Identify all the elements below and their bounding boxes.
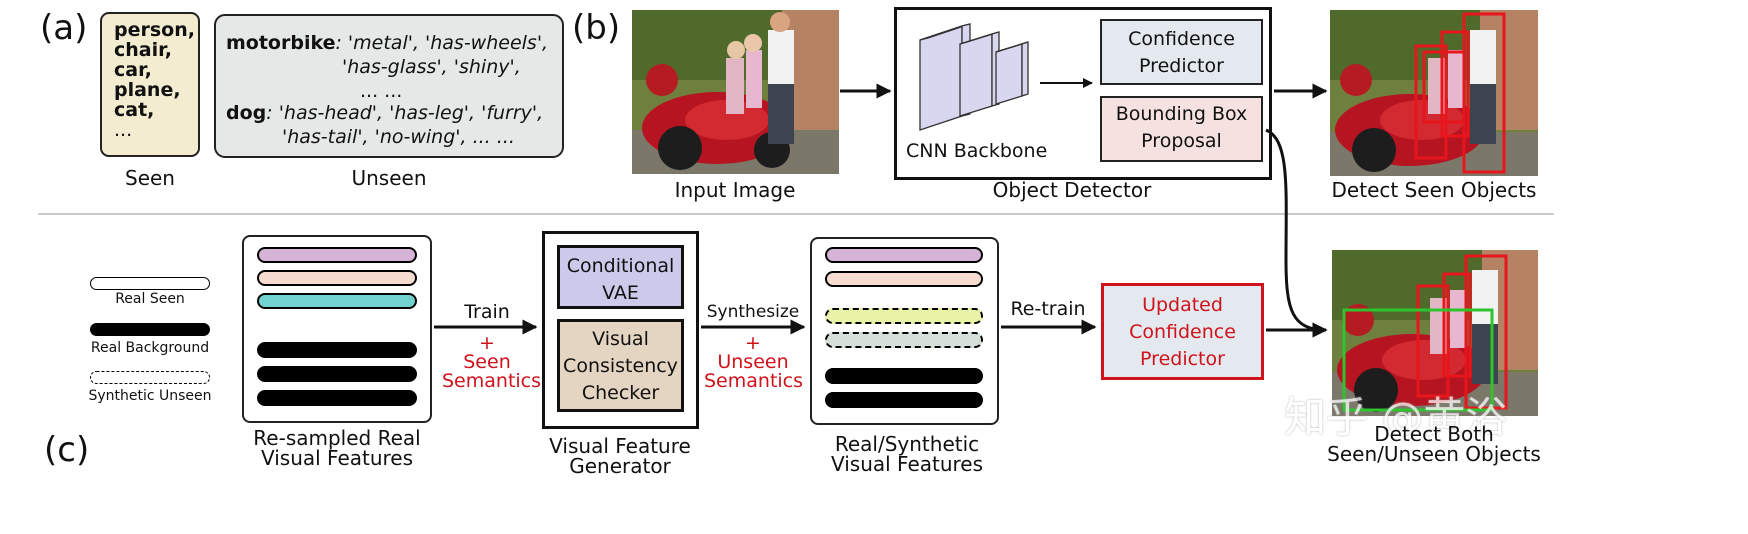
real-synthetic-caption-line: Visual Features — [830, 452, 984, 476]
visual-consistency-checker-label: Consistency — [563, 355, 678, 377]
synthesize-label: Synthesize — [706, 302, 800, 322]
feature-bar-synthetic — [825, 308, 983, 324]
resampled-caption-line: Re-sampled Real — [253, 426, 421, 450]
confidence-predictor-box: Confidence Predictor — [1100, 19, 1263, 85]
legend-real-background-label: Real Background — [90, 340, 210, 356]
unseen-caption: Unseen — [351, 166, 427, 190]
train-label: Train — [464, 301, 510, 323]
input-image-caption: Input Image — [674, 178, 796, 202]
feature-bar-background — [825, 392, 983, 408]
panel-a-letter: (a) — [40, 8, 88, 48]
input-image-illustration — [632, 10, 839, 174]
detect-seen-illustration — [1330, 10, 1538, 176]
input-image — [632, 10, 839, 174]
legend-synthetic-unseen-swatch — [90, 371, 210, 384]
arrow-proposal-to-both — [1265, 128, 1328, 338]
seen-classes-box: person, chair, car, plane, cat, ... — [100, 12, 200, 157]
real-synthetic-caption: Real/Synthetic Visual Features — [796, 434, 1018, 474]
updated-predictor-label: Confidence — [1129, 321, 1236, 343]
section-divider — [38, 213, 1554, 215]
generator-caption-line: Visual Feature — [549, 434, 691, 458]
plus-sign: + — [745, 332, 761, 354]
detect-both-caption: Detect Both Seen/Unseen Objects — [1318, 424, 1550, 464]
feature-bar-background — [257, 390, 417, 406]
conditional-vae-label: VAE — [602, 282, 639, 304]
seen-class: car, — [114, 59, 152, 81]
confidence-predictor-label: Confidence — [1128, 28, 1235, 50]
seen-class: cat, — [114, 99, 155, 121]
feature-bar-background — [257, 342, 417, 358]
legend-real-background-swatch — [90, 323, 210, 336]
detect-both-illustration — [1332, 250, 1538, 416]
unseen-attributes: 'has-glass', 'shiny', — [342, 56, 521, 78]
cnn-backbone-icon — [910, 16, 1030, 136]
object-detector-caption: Object Detector — [992, 178, 1152, 202]
bounding-box-proposal-label: Proposal — [1141, 130, 1222, 152]
panel-b-letter: (b) — [572, 8, 621, 48]
visual-consistency-checker-label: Checker — [581, 382, 660, 404]
cnn-backbone-label: CNN Backbone — [906, 140, 1048, 162]
seen-class: ... — [114, 119, 133, 141]
cnn-backbone-layers — [919, 23, 1029, 131]
bounding-box-proposal-box: Bounding Box Proposal — [1100, 96, 1263, 162]
unseen-ellipsis: ... ... — [360, 80, 403, 102]
panel-c-letter: (c) — [44, 430, 90, 470]
object-detector-box — [894, 7, 1272, 180]
feature-bar-background — [257, 366, 417, 382]
generator-caption-line: Generator — [569, 454, 671, 478]
unseen-class-dog: dog — [226, 102, 267, 124]
conditional-vae-box: Conditional VAE — [557, 245, 684, 309]
unseen-semantics-box: motorbike: 'metal', 'has-wheels', 'has-g… — [214, 14, 564, 158]
watermark: 知乎 @黄浴 — [1284, 393, 1508, 442]
updated-predictor-label: Predictor — [1140, 348, 1225, 370]
legend-real-seen-label: Real Seen — [115, 291, 185, 307]
real-synthetic-caption-line: Real/Synthetic — [834, 432, 980, 456]
legend-real-seen-swatch — [90, 277, 210, 290]
updated-predictor-label: Updated — [1142, 294, 1223, 316]
feature-bar-seen — [257, 293, 417, 309]
unseen-class-motorbike: motorbike — [226, 32, 336, 54]
unseen-attributes: : 'has-head', 'has-leg', 'furry', — [266, 102, 544, 124]
feature-bar-synthetic — [825, 332, 983, 348]
detect-both-caption-line: Seen/Unseen Objects — [1327, 442, 1541, 466]
detect-seen-caption: Detect Seen Objects — [1331, 178, 1537, 202]
visual-feature-generator-box — [542, 231, 699, 429]
visual-consistency-checker-label: Visual — [592, 328, 649, 350]
plus-sign: + — [479, 332, 495, 354]
seen-semantics-label: + Seen Semantics — [442, 332, 542, 392]
generator-caption: Visual Feature Generator — [520, 436, 720, 476]
detect-both-image — [1332, 250, 1538, 416]
feature-bar-background — [825, 368, 983, 384]
resampled-caption-line: Visual Features — [260, 446, 414, 470]
unseen-semantics-text: Unseen — [717, 351, 789, 373]
unseen-semantics-text: Semantics — [704, 370, 804, 392]
updated-confidence-predictor-box: Updated Confidence Predictor — [1101, 283, 1264, 380]
seen-caption: Seen — [125, 166, 175, 190]
conditional-vae-label: Conditional — [566, 255, 675, 277]
real-synthetic-features-box — [810, 237, 999, 425]
visual-consistency-checker-box: Visual Consistency Checker — [557, 319, 684, 412]
unseen-attributes: 'has-tail', 'no-wing', ... ... — [282, 126, 515, 148]
seen-class: person, — [114, 19, 195, 41]
legend-synthetic-unseen-label: Synthetic Unseen — [88, 388, 212, 404]
feature-bar-seen — [825, 247, 983, 263]
seen-semantics-text: Semantics — [442, 370, 542, 392]
seen-class: plane, — [114, 79, 181, 101]
feature-bar-seen — [825, 271, 983, 287]
feature-bar-seen — [257, 270, 417, 286]
seen-semantics-text: Seen — [463, 351, 511, 373]
bounding-box-proposal-label: Bounding Box — [1115, 103, 1248, 125]
unseen-semantics-label: + Unseen Semantics — [704, 332, 804, 392]
unseen-attributes: : 'metal', 'has-wheels', — [335, 32, 549, 54]
confidence-predictor-label: Predictor — [1139, 55, 1224, 77]
feature-bar-seen — [257, 247, 417, 263]
resampled-features-box — [242, 235, 432, 423]
resampled-caption: Re-sampled Real Visual Features — [226, 428, 448, 468]
detect-both-caption-line: Detect Both — [1374, 422, 1494, 446]
retrain-label: Re-train — [1010, 298, 1086, 320]
detect-seen-image — [1330, 10, 1538, 176]
seen-class: chair, — [114, 39, 172, 61]
